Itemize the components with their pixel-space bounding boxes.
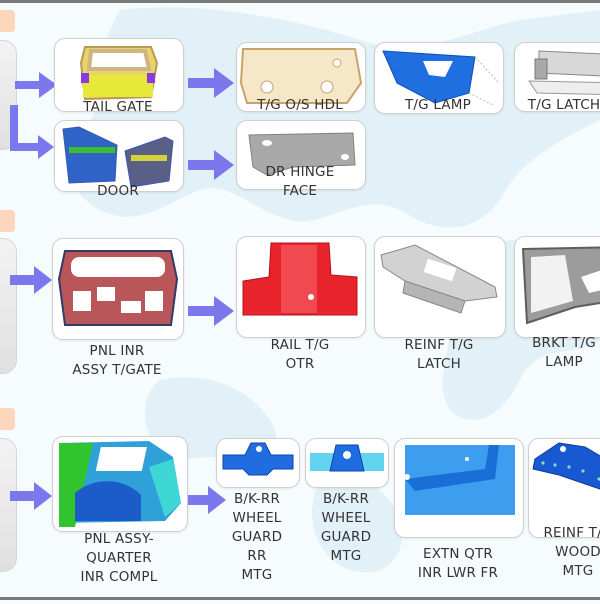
brkt-tg-lamp-label: BRKT T/G LAMP [532,335,596,370]
door-label: DOOR [97,183,139,199]
rail-tg-otr-label: RAIL T/G OTR [270,337,330,372]
arrow-to-dr-hinge [188,150,234,180]
pnl-inr-assy-tgate-image [52,238,184,340]
tg-os-hdl-label: T/G O/S HDL [257,97,343,113]
top-border [0,0,600,3]
tail-gate-image [54,38,184,112]
bk-rr-wheel-guard-mtg-image [305,438,389,488]
row-1-tag [0,10,15,32]
row-2-vehicle-thumbnail [0,238,17,374]
arrow-to-pnl-assy-quarter [10,482,52,510]
row-3-tag [0,408,15,430]
dr-hinge-face-image [236,120,366,190]
reinf-tg-wood-mtg-label: REINF T/G WOOD MTG [543,525,600,579]
tail-gate-label: TAIL GATE [83,99,153,115]
dr-hinge-face-label: DR HINGE FACE [265,164,335,199]
bk-rr-wheel-guard-rr-mtg-image [216,438,300,488]
arrow-to-door [10,105,54,160]
reinf-tg-wood-mtg-image [528,438,600,538]
tg-latch-image [514,42,600,112]
arrow-to-quarter-parts [188,486,226,514]
arrow-to-tg-parts [188,68,234,98]
pnl-assy-quarter-label: PNL ASSY- QUARTER INR COMPL [80,531,158,585]
reinf-tg-latch-image [374,236,506,338]
arrow-to-tgate-parts [188,296,234,326]
pnl-assy-quarter-image [52,436,188,532]
bk-rr-wheel-guard-rr-mtg-label: B/K-RR WHEEL GUARD RR MTG [231,491,283,583]
arrow-to-tail-gate [15,72,57,98]
extn-qtr-inr-lwr-fr-label: EXTN QTR INR LWR FR [417,546,499,581]
extn-qtr-inr-lwr-fr-image [394,438,524,538]
pnl-inr-assy-tgate-label: PNL INR ASSY T/GATE [72,343,162,378]
tg-os-hdl-image [236,42,366,112]
tg-lamp-image [374,42,504,114]
tg-latch-label: T/G LATCH [527,97,600,113]
bottom-border [0,597,600,600]
brkt-tg-lamp-image [514,236,600,338]
bk-rr-wheel-guard-mtg-label: B/K-RR WHEEL GUARD MTG [320,491,372,564]
rail-tg-otr-image [236,236,366,338]
door-image [54,120,184,192]
row-2-tag [0,210,15,232]
arrow-to-pnl-inr [10,266,52,294]
tg-lamp-label: T/G LAMP [404,97,471,113]
reinf-tg-latch-label: REINF T/G LATCH [404,337,474,372]
